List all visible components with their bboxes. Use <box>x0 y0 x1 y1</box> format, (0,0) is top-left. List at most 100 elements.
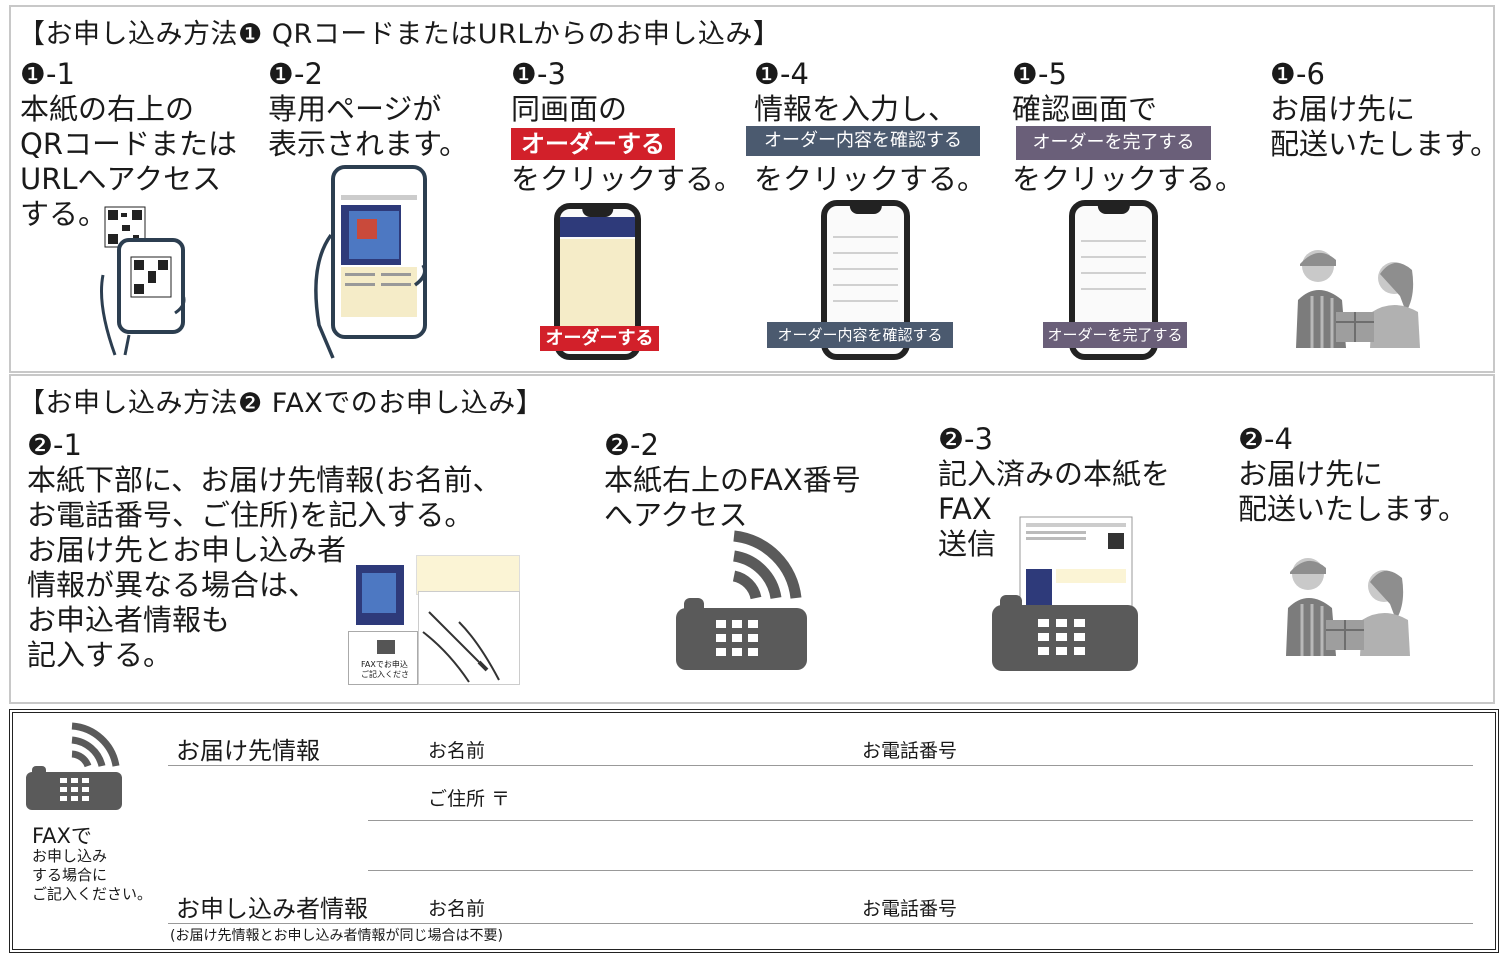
side-line: ご記入ください。 <box>32 885 153 903</box>
step-2-2-line: へアクセス <box>604 498 748 532</box>
confirm-line <box>1081 272 1146 274</box>
step-2-3-text: 記入済みの本紙を FAX 送信 <box>938 457 1170 562</box>
delivery-phone-field[interactable]: お電話番号 <box>862 740 958 762</box>
form-writing-illustration: FAXでお申込 ご記入くださ <box>348 555 520 685</box>
step-1-5-number: ❶-5 <box>1012 57 1067 91</box>
step-1-6-line: お届け先に <box>1270 92 1416 126</box>
address-line <box>368 870 1473 871</box>
order-button[interactable]: オーダーする <box>511 128 675 160</box>
step-2-1-line: お電話番号、ご住所)を記入する。 <box>27 498 474 532</box>
step-2-3-line: 送信 <box>938 527 997 561</box>
form-line <box>833 268 898 270</box>
phone-notch <box>581 209 614 217</box>
pen-hand-icon <box>422 611 500 683</box>
step-1-1-line: QRコードまたは <box>20 127 237 161</box>
hand-phone-icon <box>100 206 186 356</box>
step-1-2-text: 専用ページが 表示されます。 <box>268 92 468 162</box>
delivery-people-icon <box>1296 250 1420 348</box>
step-2-1-line: 情報が異なる場合は、 <box>27 568 318 602</box>
confirm-line <box>1081 256 1146 258</box>
thumb-line: FAXでお申込 <box>361 660 408 669</box>
step-1-4-line: をクリックする。 <box>754 162 987 196</box>
step-1-6-text: お届け先に 配送いたします。 <box>1270 92 1499 162</box>
delivery-info-label: お届け先情報 <box>176 737 320 765</box>
step-2-3-number: ❷-3 <box>938 422 993 456</box>
delivery-people-icon <box>1286 558 1410 656</box>
fax-order-form <box>9 709 1499 953</box>
form-line <box>833 236 898 238</box>
fax-instruction-thumb: FAXでお申込 ご記入くださ <box>348 631 418 685</box>
section1-title: 【お申し込み方法❶ QRコードまたはURLからのお申し込み】 <box>18 19 781 50</box>
divider <box>168 765 1473 766</box>
phone-order-button[interactable]: オーダーする <box>540 326 659 351</box>
step-2-1-line: お届け先とお申し込み者 <box>27 533 347 567</box>
step-1-3-line: 同画面の <box>511 92 628 126</box>
fax-icon <box>676 530 807 670</box>
confirm-order-button[interactable]: オーダー内容を確認する <box>746 126 980 156</box>
step-1-3-line: をクリックする。 <box>511 162 744 196</box>
phone-content <box>560 239 635 329</box>
side-line: する場合に <box>32 866 108 884</box>
step-2-2-number: ❷-2 <box>604 428 659 462</box>
brochure-photo <box>362 573 396 613</box>
step-2-2-line: 本紙右上のFAX番号 <box>604 463 861 497</box>
step-1-1-line: URLへアクセス <box>20 162 222 196</box>
step-1-4-line: 情報を入力し、 <box>754 92 958 126</box>
thumb-fax-icon <box>377 640 395 654</box>
step-1-2-line: 表示されます。 <box>268 127 469 161</box>
step-1-2-line: 専用ページが <box>268 92 442 126</box>
phone-complete-button[interactable]: オーダーを完了する <box>1043 322 1187 348</box>
phone-notch <box>1097 206 1130 214</box>
fax-icon <box>26 722 122 810</box>
applicant-name-field[interactable]: お名前 <box>428 898 486 920</box>
step-2-1-text: 本紙下部に、お届け先情報(お名前、 お電話番号、ご住所)を記入する。 お届け先と… <box>27 463 501 673</box>
step-2-1-line: お申込者情報も <box>27 603 231 637</box>
step-1-6-line: 配送いたします。 <box>1270 127 1500 161</box>
applicant-note: (お届け先情報とお申し込み者情報が同じ場合は不要) <box>170 928 503 944</box>
step-1-6-number: ❶-6 <box>1270 57 1325 91</box>
applicant-phone-field[interactable]: お電話番号 <box>862 898 958 920</box>
form-line <box>833 300 898 302</box>
complete-order-button[interactable]: オーダーを完了する <box>1016 126 1211 160</box>
step-1-4-number: ❶-4 <box>754 57 809 91</box>
form-sheet <box>416 555 520 595</box>
step-1-2-number: ❶-2 <box>268 57 323 91</box>
step-2-3-line: 記入済みの本紙を <box>938 457 1171 491</box>
step-2-4-line: お届け先に <box>1238 457 1384 491</box>
step-2-2-text: 本紙右上のFAX番号 へアクセス <box>604 463 861 533</box>
phone-notch <box>849 206 882 214</box>
divider <box>168 923 1473 924</box>
writing-hand <box>418 591 520 685</box>
form-line <box>833 252 898 254</box>
step-2-3-line: FAX <box>938 492 992 526</box>
step-1-1-number: ❶-1 <box>20 57 75 91</box>
side-title: FAXで <box>32 824 92 848</box>
confirm-line <box>1081 240 1146 242</box>
side-line: お申し込み <box>32 847 108 865</box>
phone-confirm-button[interactable]: オーダー内容を確認する <box>767 322 953 348</box>
step-1-5-line: をクリックする。 <box>1012 162 1245 196</box>
fax-sending-icon <box>992 516 1138 671</box>
thumb-text: FAXでお申込 ご記入くださ <box>361 660 409 680</box>
step-1-1-text: 本紙の右上の QRコードまたは URLへアクセス する。 <box>20 92 237 232</box>
step-1-1-line: 本紙の右上の <box>20 92 195 126</box>
online-order-panel <box>9 5 1495 373</box>
delivery-name-field[interactable]: お名前 <box>428 740 486 762</box>
brochure-image <box>356 565 404 625</box>
step-1-1-line: する。 <box>20 197 108 231</box>
thumb-line: ご記入くださ <box>361 670 409 679</box>
step-2-1-number: ❷-1 <box>27 428 82 462</box>
step-2-4-line: 配送いたします。 <box>1238 492 1468 526</box>
step-2-4-number: ❷-4 <box>1238 422 1293 456</box>
step-1-5-line: 確認画面で <box>1012 92 1158 126</box>
side-note: お申し込み する場合に ご記入ください。 <box>32 847 152 904</box>
section2-title: 【お申し込み方法❷ FAXでのお申し込み】 <box>18 388 544 419</box>
phone-hero-image <box>560 217 635 237</box>
step-2-1-line: 本紙下部に、お届け先情報(お名前、 <box>27 463 502 497</box>
step-2-4-text: お届け先に 配送いたします。 <box>1238 457 1467 527</box>
applicant-info-label: お申し込み者情報 <box>176 895 368 923</box>
step-1-3-number: ❶-3 <box>511 57 566 91</box>
delivery-address-field[interactable]: ご住所 〒 <box>428 788 511 810</box>
address-line <box>368 820 1473 821</box>
hand-phone-webpage-icon <box>314 165 427 359</box>
